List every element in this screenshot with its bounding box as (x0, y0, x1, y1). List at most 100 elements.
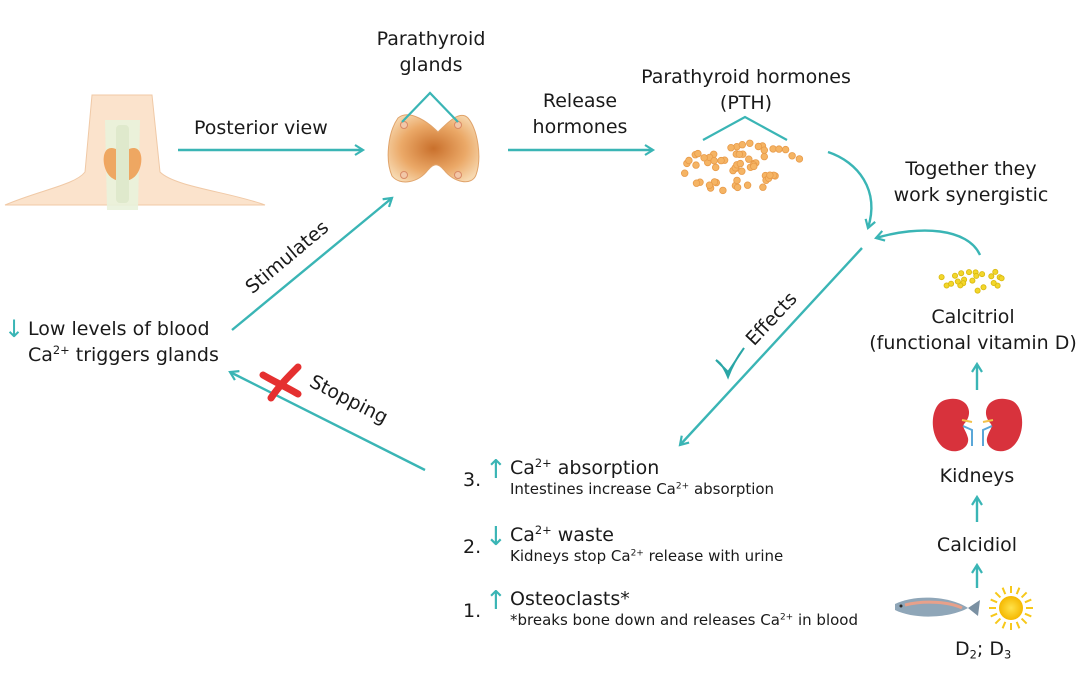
effects-label: Effects (742, 288, 802, 350)
sun-ray (990, 612, 998, 618)
effect-subtitle: *breaks bone down and releases Ca2+ in b… (510, 611, 858, 629)
low-level-arrow-icon: ↓ (4, 315, 25, 343)
sun-ray (990, 598, 998, 604)
dot (988, 273, 995, 280)
dot (705, 181, 714, 189)
parathyroid-gland-icon (387, 91, 480, 183)
sun-ray (1020, 591, 1028, 599)
effect-subtitle: Intestines increase Ca2+ absorption (510, 480, 775, 498)
effect-title: Ca2+ waste (510, 523, 614, 546)
calcitriol-dots (938, 268, 1005, 294)
dot (727, 143, 735, 152)
dot (738, 140, 746, 149)
dot (735, 150, 744, 158)
dot (754, 142, 763, 151)
effect-number: 1. (463, 600, 482, 622)
dot (938, 274, 945, 281)
dot (766, 171, 774, 179)
dot (733, 183, 742, 192)
posterior-view-label: Posterior view (194, 117, 328, 139)
sun-ray (1001, 587, 1007, 595)
dot (788, 152, 796, 160)
arrow-stimulates (231, 196, 394, 331)
sun-ray (1024, 598, 1032, 604)
dot (692, 161, 700, 169)
pth-dots (681, 139, 804, 195)
dot (745, 155, 753, 163)
arrow-stopping (228, 370, 426, 472)
dot (998, 275, 1005, 282)
dot (781, 145, 790, 154)
dot (736, 159, 744, 168)
dot (990, 279, 997, 286)
kidneys-label: Kidneys (939, 465, 1015, 487)
dot (952, 272, 959, 279)
sun-ray (1001, 621, 1007, 629)
sun-ray (1015, 621, 1021, 629)
dot (738, 167, 746, 175)
checkmark-icon (715, 347, 745, 380)
calcidiol-label: Calcidiol (936, 534, 1018, 556)
dot (760, 146, 768, 154)
dot (681, 169, 689, 177)
dot (733, 176, 741, 185)
dot (992, 268, 999, 275)
fish-icon (895, 597, 980, 617)
sun-icon (989, 586, 1033, 630)
dot (685, 156, 693, 165)
dot (700, 154, 708, 162)
dot (710, 156, 718, 165)
arrows (178, 144, 983, 588)
dot (750, 162, 758, 171)
dot (746, 139, 754, 147)
dot (958, 270, 965, 277)
dot (948, 280, 955, 287)
effect-title: Osteoclasts* (510, 588, 630, 610)
dot (710, 178, 719, 186)
sun-ray (1024, 612, 1032, 618)
pth-bracket (702, 115, 788, 141)
dot (979, 271, 986, 278)
d2-d3-label: D2; D3 (955, 638, 1012, 662)
dot (974, 287, 981, 294)
effect-number: 2. (463, 536, 482, 558)
dot (759, 183, 767, 191)
arrow-pth-down (827, 150, 876, 230)
sun-ray (994, 617, 1002, 625)
arrow-calcitriol-up (874, 229, 982, 256)
dot (969, 277, 976, 284)
dot (775, 145, 783, 153)
calcitriol-label: Calcitriol(functional vitamin D) (869, 306, 1077, 354)
dot (966, 269, 973, 276)
dot (795, 155, 804, 163)
dot (692, 179, 701, 187)
dot (954, 278, 961, 285)
dot (980, 284, 987, 291)
effect-subtitle: Kidneys stop Ca2+ release with urine (510, 547, 784, 565)
effect-arrow-icon: ↑ (485, 455, 507, 485)
sun-ray (1020, 617, 1028, 625)
stopping-label: Stopping (306, 371, 391, 429)
sun-ray (1015, 587, 1021, 595)
sun-ray (994, 591, 1002, 599)
low-levels-label: Low levels of blood Ca2+ triggers glands (28, 318, 219, 366)
dot (973, 272, 980, 279)
pth-label: Parathyroid hormones(PTH) (641, 66, 851, 114)
dot (694, 149, 702, 158)
dot (717, 156, 725, 165)
effect-title: Ca2+ absorption (510, 456, 660, 479)
dot (719, 186, 727, 195)
effect-number: 3. (463, 469, 482, 491)
effect-arrow-icon: ↑ (485, 586, 507, 616)
dot (743, 181, 752, 189)
kidneys-icon (932, 398, 1023, 452)
neck-illustration (4, 94, 266, 210)
effect-arrow-icon: ↓ (485, 522, 507, 552)
arrow-effects (678, 247, 863, 447)
dot (760, 152, 768, 161)
dot (712, 163, 720, 172)
